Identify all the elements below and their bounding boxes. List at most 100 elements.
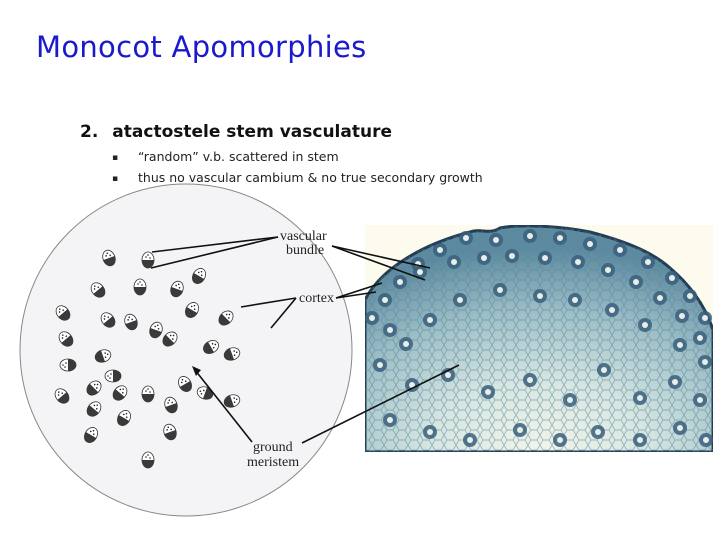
vascular-bundle-icon	[203, 340, 219, 354]
micrograph-bundle	[433, 243, 447, 257]
bullet-item: ▪ thus no vascular cambium & no true seco…	[112, 170, 483, 185]
micrograph-bundle	[568, 293, 582, 307]
arrowhead-icon	[192, 366, 201, 376]
micrograph-bundle	[693, 393, 707, 407]
vascular-bundle-icon	[102, 249, 116, 267]
micrograph-bundle	[613, 243, 627, 257]
micrograph-bundle	[481, 385, 495, 399]
micrograph-bundle	[633, 391, 647, 405]
vascular-bundle-icon	[192, 268, 206, 284]
micrograph-bundle	[533, 289, 547, 303]
vascular-bundle-icon	[163, 423, 177, 441]
bullet-text: “random” v.b. scattered in stem	[138, 149, 339, 164]
micrograph-bundle	[641, 255, 655, 269]
vascular-bundle-icon	[55, 305, 71, 321]
vascular-bundle-icon	[141, 451, 155, 469]
micrograph-bundle	[493, 283, 507, 297]
vascular-bundle-icon	[54, 388, 70, 404]
micrograph-bundle	[538, 251, 552, 265]
bullet-icon: ▪	[112, 152, 119, 163]
micrograph-bundle	[413, 265, 427, 279]
leader-lines	[150, 236, 460, 444]
micrograph-vascular-bundles	[365, 229, 713, 447]
micrograph-bundle	[459, 231, 473, 245]
micrograph-bundle	[463, 433, 477, 447]
vascular-bundle-icon	[59, 358, 77, 372]
vascular-bundle-icon	[170, 280, 184, 298]
label-vascular-bundle-line2: bundle	[286, 243, 324, 258]
micrograph-bundle	[378, 293, 392, 307]
point-number: 2.	[80, 122, 99, 142]
micrograph-bundle	[699, 433, 713, 447]
micrograph-bundle	[399, 337, 413, 351]
vascular-bundle-icon	[223, 347, 241, 361]
micrograph-bundle	[668, 375, 682, 389]
micrograph-bundle	[563, 393, 577, 407]
micrograph-bundle	[553, 433, 567, 447]
label-ground-meristem-line2: meristem	[247, 455, 299, 470]
micrograph-bundle	[505, 249, 519, 263]
micrograph-bundle	[383, 323, 397, 337]
micrograph-bundle	[633, 433, 647, 447]
vascular-bundle-icon	[141, 385, 155, 403]
point-heading-text: atactostele stem vasculature	[112, 122, 392, 142]
micrograph-bundle	[583, 237, 597, 251]
micrograph-photo	[365, 225, 713, 452]
micrograph-bundle	[591, 425, 605, 439]
diagram-stem-outline	[19, 183, 353, 517]
vascular-bundle-icon	[112, 385, 128, 401]
vascular-bundle-icon	[104, 369, 122, 383]
bullet-item: ▪ “random” v.b. scattered in stem	[112, 149, 339, 164]
micrograph-bundle	[698, 355, 712, 369]
micrograph-bundle	[489, 233, 503, 247]
label-cortex: cortex	[299, 291, 334, 306]
bullet-text: thus no vascular cambium & no true secon…	[138, 170, 483, 185]
micrograph-bundle	[665, 271, 679, 285]
vascular-bundle-icon	[100, 312, 116, 328]
vascular-bundle-icon	[141, 251, 155, 269]
bullet-icon: ▪	[112, 173, 119, 184]
micrograph-bundle	[673, 338, 687, 352]
vascular-bundle-icon	[185, 302, 199, 318]
point-heading: 2. atactostele stem vasculature	[80, 122, 392, 142]
micrograph-bundle	[523, 373, 537, 387]
micrograph-bundle	[513, 423, 527, 437]
vascular-bundle-icon	[84, 427, 98, 443]
micrograph-bundle	[571, 255, 585, 269]
micrograph-bundle	[675, 309, 689, 323]
micrograph-bundle	[653, 291, 667, 305]
micrograph-bundle	[597, 363, 611, 377]
micrograph-bundle	[523, 229, 537, 243]
vascular-bundle-icon	[223, 394, 241, 408]
vascular-bundle-icon	[149, 321, 163, 339]
micrograph-bundle	[373, 358, 387, 372]
micrograph-bundle	[383, 413, 397, 427]
label-ground-meristem-line1: ground	[253, 440, 293, 455]
micrograph-bundle	[423, 425, 437, 439]
micrograph-bundle	[601, 263, 615, 277]
micrograph-bundle	[393, 275, 407, 289]
vascular-bundle-icon	[178, 376, 192, 392]
micrograph-bundle	[447, 255, 461, 269]
micrograph-bundle	[423, 313, 437, 327]
vascular-bundle-icon	[90, 282, 106, 298]
vascular-bundle-icon	[164, 396, 178, 414]
slide-title: Monocot Apomorphies	[36, 30, 367, 64]
vascular-bundle-icon	[162, 331, 178, 347]
micrograph-bundle	[477, 251, 491, 265]
micrograph-bundle	[453, 293, 467, 307]
micrograph-bundle	[673, 421, 687, 435]
micrograph-bundle	[605, 303, 619, 317]
micrograph-bundle	[553, 231, 567, 245]
micrograph-bundle	[365, 311, 379, 325]
micrograph-bundle	[629, 275, 643, 289]
vascular-bundle-icon	[86, 401, 102, 417]
vascular-bundle-icon	[133, 278, 147, 296]
vascular-bundle-icon	[86, 380, 102, 396]
vascular-bundle-icon	[124, 313, 138, 331]
micrograph-bundle	[693, 331, 707, 345]
diagram-vascular-bundles	[54, 249, 241, 469]
micrograph-bundle	[405, 378, 419, 392]
label-vascular-bundle-line1: vascular	[280, 229, 327, 244]
